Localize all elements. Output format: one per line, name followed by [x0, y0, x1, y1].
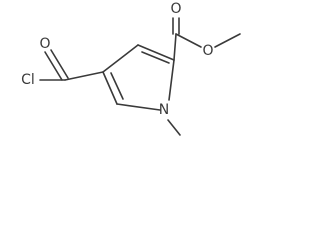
atom-ester-carbonyl-oxygen: O	[170, 1, 181, 17]
bond-ring-c5-c4-inner	[110, 72, 124, 100]
bond-ring-n-c5	[116, 103, 161, 111]
atom-chlorine: Cl	[21, 72, 35, 88]
bond-c2-ester-carbon	[173, 33, 177, 61]
atom-carbonyl-oxygen-left: O	[39, 36, 50, 52]
bond-acyl-c-o-b	[50, 49, 69, 79]
bond-c4-acyl-carbon	[64, 71, 104, 81]
bond-ring-c2-n	[168, 59, 175, 101]
molecule-structure: O Cl N O O	[21, 1, 241, 136]
atom-ring-nitrogen: N	[159, 102, 169, 118]
bond-acyl-c-o-a	[44, 51, 63, 81]
atom-ester-oxygen: O	[202, 43, 213, 59]
bond-ring-ctop-c2	[137, 44, 175, 61]
bond-ring-ctop-c2-inner	[141, 51, 170, 64]
bond-ring-c5-c4	[102, 71, 118, 105]
bond-ester-o-methyl	[214, 33, 241, 48]
bond-n-methyl	[167, 119, 181, 136]
bond-ester-c-o-single	[175, 33, 202, 48]
bond-ring-c4-ctop	[102, 44, 139, 73]
